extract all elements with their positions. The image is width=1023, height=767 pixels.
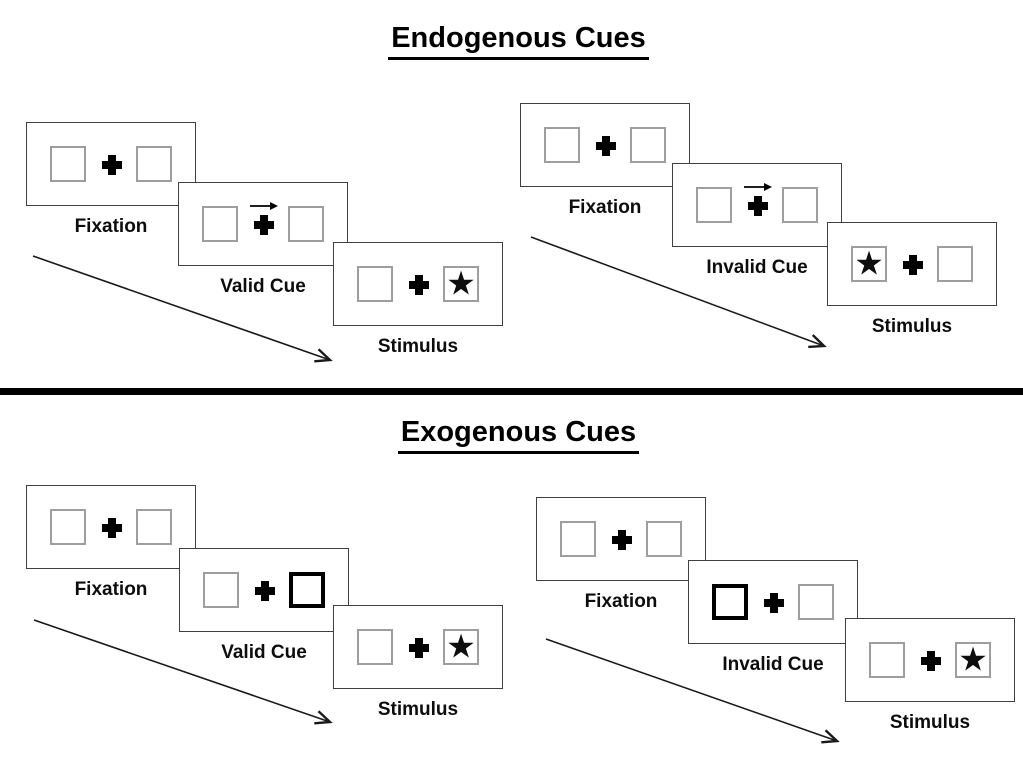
section-divider-line: [0, 388, 1023, 395]
fixation-cross-icon: [748, 196, 768, 216]
placeholder-box-left: [544, 127, 580, 163]
frame-panel-exogenous-valid-trial-valid-cue: [179, 548, 349, 632]
placeholder-box-left: [560, 521, 596, 557]
section-title-exogenous: Exogenous Cues: [397, 416, 640, 454]
frame-panel-endogenous-invalid-trial-stimulus: ★: [827, 222, 997, 306]
frame-panel-endogenous-valid-trial-fixation: [26, 122, 196, 206]
target-box-left: ★: [851, 246, 887, 282]
placeholder-box-left: [203, 572, 239, 608]
placeholder-box-left: [50, 509, 86, 545]
placeholder-box-right: [136, 146, 172, 182]
placeholder-box-right: [136, 509, 172, 545]
cue-highlight-box-right: [289, 572, 325, 608]
timeline-arrow: [32, 255, 333, 363]
cue-right-arrow-icon: [250, 202, 278, 210]
frame-label-fixation: Fixation: [74, 216, 148, 237]
placeholder-box-left: [869, 642, 905, 678]
placeholder-box-left: [696, 187, 732, 223]
placeholder-box-right: [288, 206, 324, 242]
frame-label-invalid-cue: Invalid Cue: [706, 257, 808, 278]
frame-label-stimulus: Stimulus: [377, 699, 459, 720]
timeline-arrow: [545, 638, 840, 744]
timeline-arrow: [33, 619, 333, 725]
placeholder-box-right: [937, 246, 973, 282]
section-heading-endogenous: Endogenous Cues: [0, 22, 1023, 60]
frame-panel-endogenous-invalid-trial-invalid-cue: [672, 163, 842, 247]
star-target-icon: ★: [854, 243, 884, 283]
fixation-cross-icon: [612, 530, 632, 550]
frame-label-valid-cue: Valid Cue: [220, 276, 306, 297]
cue-highlight-box-left: [712, 584, 748, 620]
frame-panel-endogenous-valid-trial-valid-cue: [178, 182, 348, 266]
target-box-right: ★: [443, 629, 479, 665]
frame-label-stimulus: Stimulus: [871, 316, 953, 337]
target-box-right: ★: [955, 642, 991, 678]
frame-panel-exogenous-invalid-trial-stimulus: ★: [845, 618, 1015, 702]
fixation-cross-icon: [102, 518, 122, 538]
placeholder-box-left: [202, 206, 238, 242]
frame-label-fixation: Fixation: [568, 197, 642, 218]
placeholder-box-right: [782, 187, 818, 223]
star-target-icon: ★: [446, 626, 476, 666]
frame-panel-exogenous-invalid-trial-fixation: [536, 497, 706, 581]
placeholder-box-right: [646, 521, 682, 557]
frame-label-fixation: Fixation: [584, 591, 658, 612]
frame-label-fixation: Fixation: [74, 579, 148, 600]
frame-panel-endogenous-valid-trial-stimulus: ★: [333, 242, 503, 326]
fixation-cross-icon: [102, 155, 122, 175]
frame-label-valid-cue: Valid Cue: [221, 642, 307, 663]
frame-label-invalid-cue: Invalid Cue: [722, 654, 824, 675]
fixation-cross-icon: [596, 136, 616, 156]
placeholder-box-right: [798, 584, 834, 620]
frame-panel-exogenous-invalid-trial-invalid-cue: [688, 560, 858, 644]
section-heading-exogenous: Exogenous Cues: [0, 416, 1023, 454]
section-title-endogenous: Endogenous Cues: [388, 22, 649, 60]
star-target-icon: ★: [446, 263, 476, 303]
fixation-cross-icon: [903, 255, 923, 275]
fixation-cross-icon: [409, 638, 429, 658]
placeholder-box-left: [357, 629, 393, 665]
frame-label-stimulus: Stimulus: [377, 336, 459, 357]
frame-panel-endogenous-invalid-trial-fixation: [520, 103, 690, 187]
target-box-right: ★: [443, 266, 479, 302]
placeholder-box-right: [630, 127, 666, 163]
fixation-cross-icon: [764, 593, 784, 613]
star-target-icon: ★: [958, 639, 988, 679]
fixation-cross-icon: [254, 215, 274, 235]
frame-label-stimulus: Stimulus: [889, 712, 971, 733]
timeline-arrow: [530, 236, 827, 349]
placeholder-box-left: [50, 146, 86, 182]
placeholder-box-left: [357, 266, 393, 302]
fixation-cross-icon: [921, 651, 941, 671]
fixation-cross-icon: [409, 275, 429, 295]
fixation-cross-icon: [255, 581, 275, 601]
cue-right-arrow-icon: [744, 183, 772, 191]
frame-panel-exogenous-valid-trial-stimulus: ★: [333, 605, 503, 689]
frame-panel-exogenous-valid-trial-fixation: [26, 485, 196, 569]
